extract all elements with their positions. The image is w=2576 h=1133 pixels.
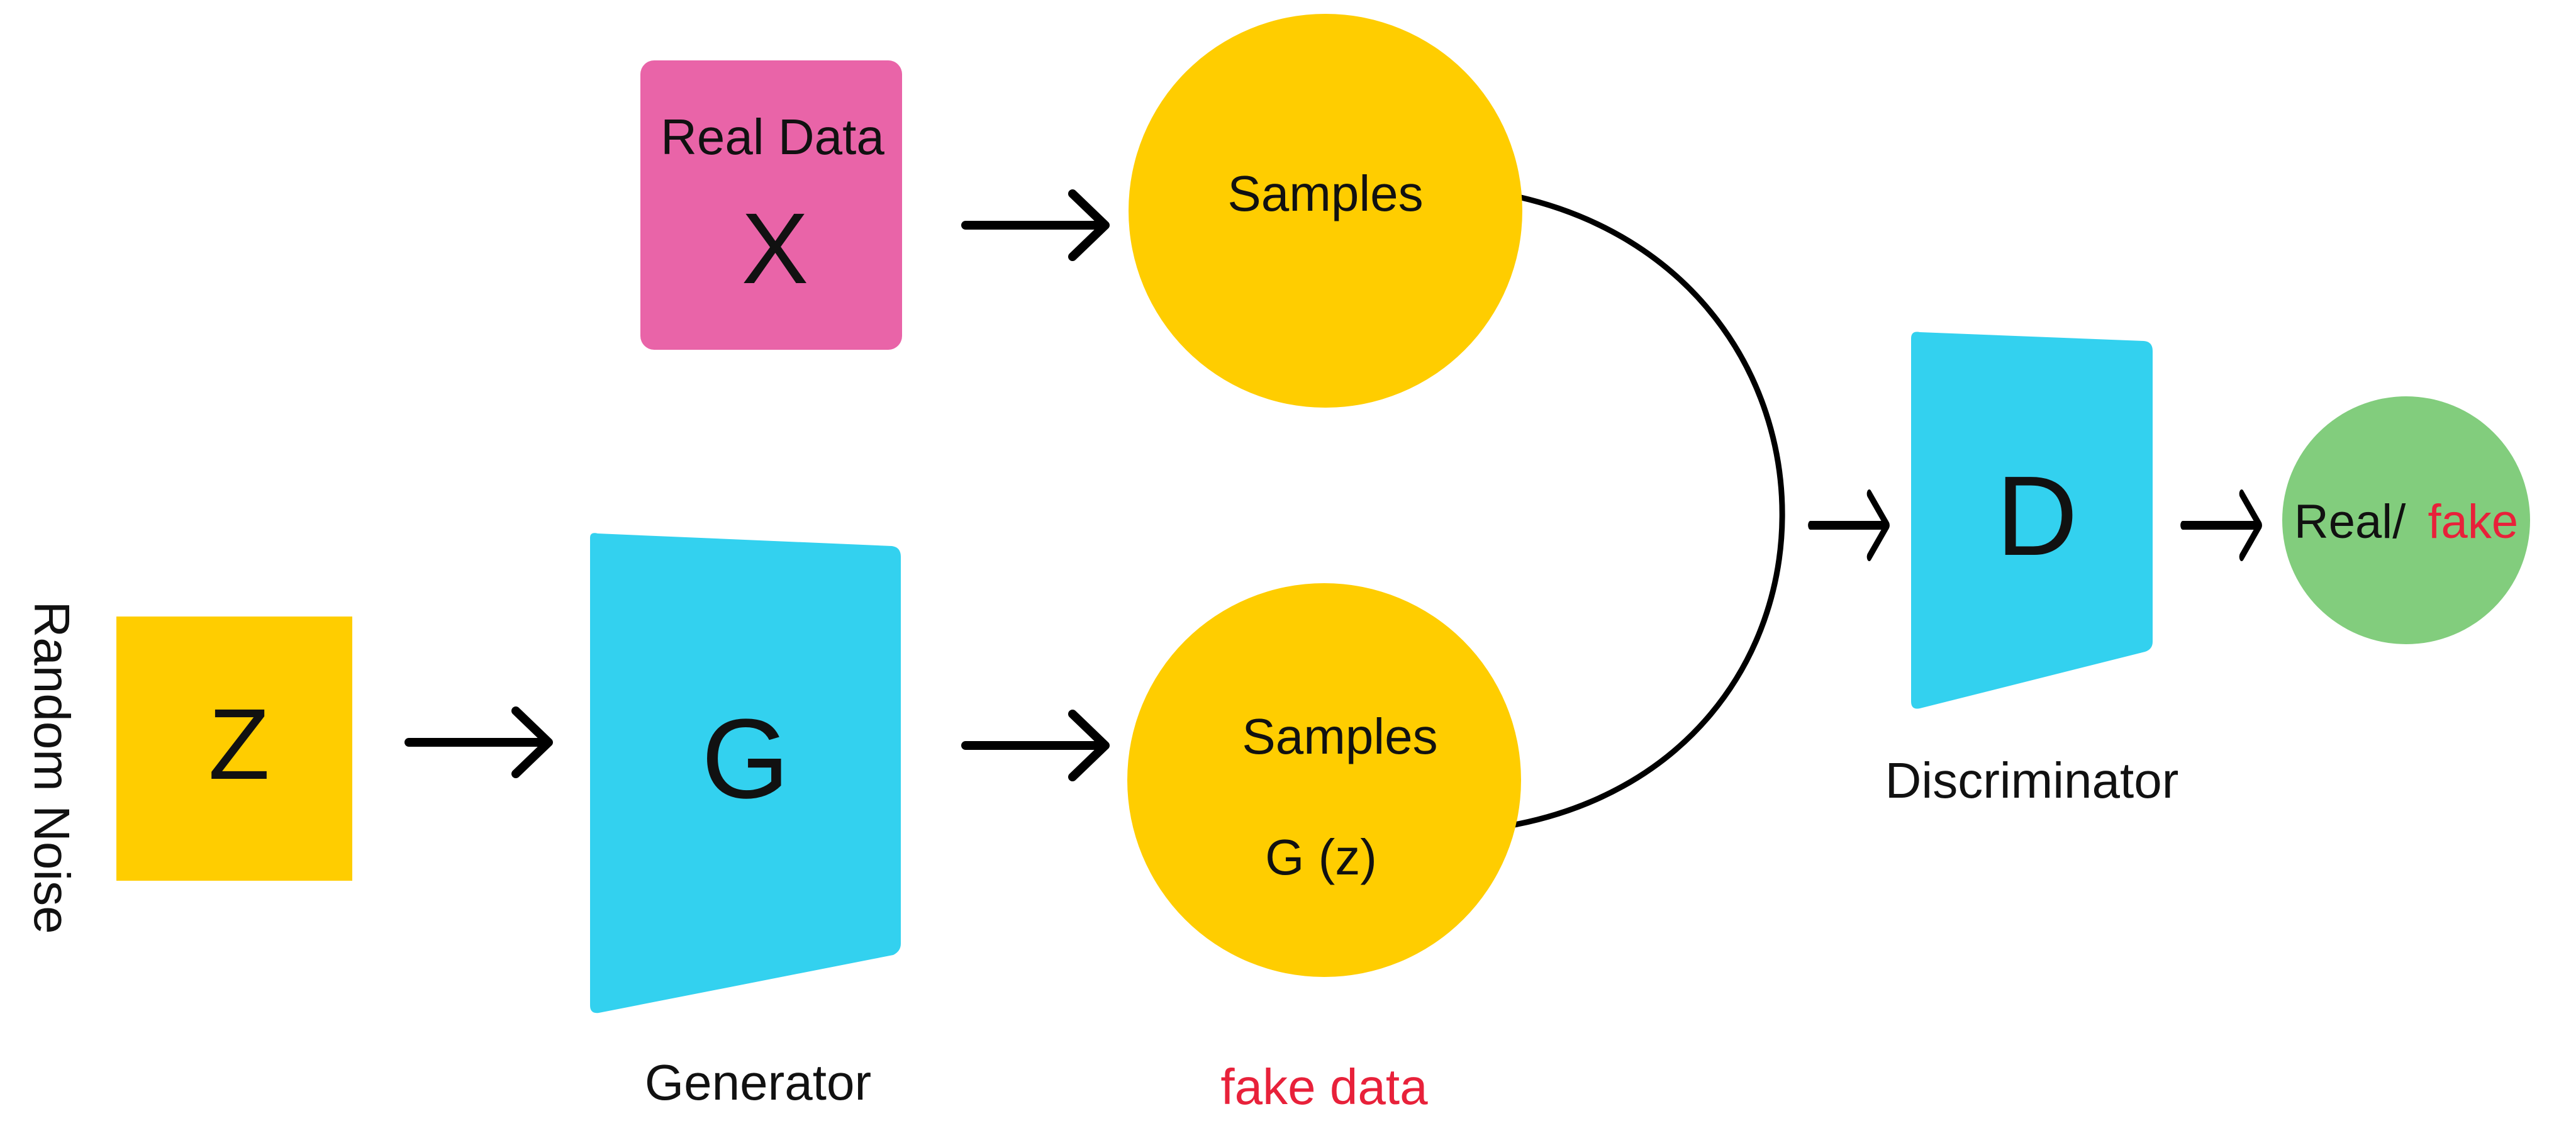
arrow-right-icon bbox=[1810, 494, 1887, 557]
random-noise-label: Random Noise bbox=[24, 601, 80, 934]
real-samples-label: Samples bbox=[1227, 165, 1423, 221]
real-samples-node: Samples bbox=[1129, 14, 1522, 408]
discriminator-caption: Discriminator bbox=[1885, 752, 2179, 808]
real-data-title: Real Data bbox=[661, 109, 884, 165]
real-data-node: Real Data X bbox=[640, 60, 902, 350]
output-node: Real/ fake bbox=[2282, 396, 2530, 644]
output-label: Real/ fake bbox=[2294, 495, 2518, 549]
noise-node: Z bbox=[116, 617, 352, 881]
discriminator-node: D bbox=[1911, 332, 2153, 709]
discriminator-shape bbox=[1911, 332, 2153, 709]
noise-symbol: Z bbox=[208, 688, 270, 800]
generator-node: G bbox=[590, 533, 901, 1013]
generator-shape bbox=[590, 533, 901, 1013]
fake-data-caption: fake data bbox=[1220, 1059, 1428, 1115]
fake-samples-label: Samples bbox=[1242, 708, 1437, 764]
fake-samples-formula: G (z) bbox=[1265, 829, 1377, 885]
output-label-real: Real/ bbox=[2294, 495, 2406, 549]
noise-box bbox=[116, 617, 352, 881]
fake-samples-circle bbox=[1127, 583, 1521, 977]
arrow-right-icon bbox=[409, 711, 549, 774]
discriminator-symbol: D bbox=[1996, 453, 2078, 579]
arrow-right-icon bbox=[2183, 494, 2260, 557]
merge-connector bbox=[1500, 192, 1785, 830]
generator-caption: Generator bbox=[645, 1054, 871, 1110]
fake-samples-node: Samples G (z) bbox=[1127, 583, 1521, 977]
arrow-right-icon bbox=[966, 714, 1105, 777]
output-label-fake: fake bbox=[2428, 495, 2518, 549]
generator-symbol: G bbox=[701, 696, 789, 822]
real-samples-circle bbox=[1129, 14, 1522, 408]
real-data-symbol: X bbox=[742, 192, 809, 304]
arrow-right-icon bbox=[966, 194, 1105, 257]
real-data-box bbox=[640, 60, 902, 350]
output-circle bbox=[2282, 396, 2530, 644]
